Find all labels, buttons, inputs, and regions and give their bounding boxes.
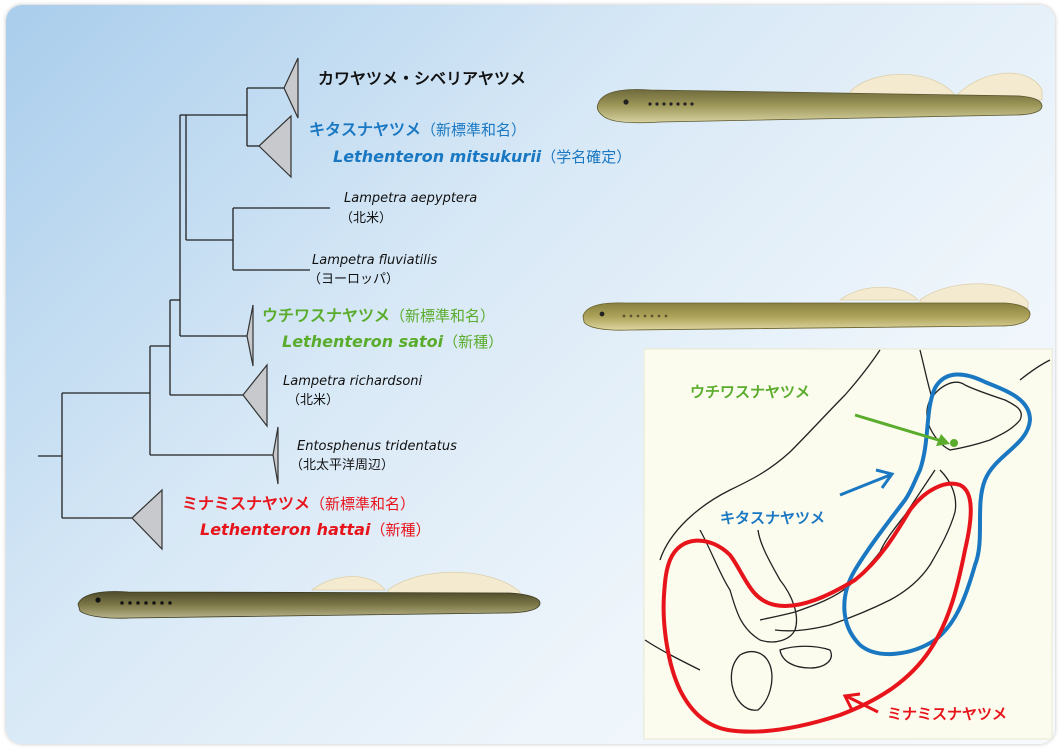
clade-triangle bbox=[283, 57, 299, 119]
fish-body bbox=[596, 89, 1043, 124]
taxon-richardsoni-sci: Lampetra richardsoni bbox=[283, 374, 423, 389]
taxon-uchiwa-sci: Lethenteron satoi（新種） bbox=[282, 332, 503, 351]
coastline-hokkaido bbox=[926, 381, 1022, 451]
taxon-labels: カワヤツメ・シベリアヤツメ キタスナヤツメ（新標準和名） Lethenteron… bbox=[182, 69, 631, 539]
uchiwa-arrow bbox=[854, 413, 946, 444]
gill-pores bbox=[648, 102, 694, 106]
fish-eye bbox=[623, 99, 629, 105]
fin bbox=[387, 571, 521, 599]
gill-pores bbox=[120, 601, 172, 605]
taxon-uchiwa-jp: ウチワスナヤツメ（新標準和名） bbox=[262, 306, 495, 325]
coastline bbox=[659, 349, 881, 561]
taxon-fluviatilis-region: （ヨーロッパ） bbox=[308, 272, 399, 287]
clade-triangle bbox=[242, 363, 268, 428]
uchiwa-locality-dot bbox=[950, 439, 958, 447]
fish-body bbox=[582, 302, 1031, 331]
taxon-fluviatilis-sci: Lampetra fluviatilis bbox=[312, 253, 438, 268]
coastline bbox=[1019, 359, 1051, 381]
coastline-honshu-east bbox=[774, 469, 957, 632]
map-label-kitasuna: キタスナヤツメ bbox=[720, 509, 825, 527]
range-kitasuna bbox=[842, 372, 1033, 657]
taxon-tridentatus-region: （北太平洋周辺） bbox=[290, 458, 394, 473]
taxon-richardsoni-region: （北米） bbox=[287, 393, 339, 408]
taxon-kitasuna-jp: キタスナヤツメ（新標準和名） bbox=[309, 120, 526, 139]
minami-arrow-head bbox=[842, 692, 861, 711]
coastline-shikoku bbox=[779, 645, 832, 669]
clade-triangle bbox=[131, 488, 163, 551]
coastline-korea bbox=[699, 529, 798, 643]
taxon-kawayatsume-label: カワヤツメ・シベリアヤツメ bbox=[318, 69, 526, 88]
clade-triangle bbox=[272, 426, 279, 485]
fish-photo-kitasuna bbox=[596, 72, 1043, 124]
range-minami bbox=[661, 481, 973, 734]
fin bbox=[957, 72, 1043, 101]
taxon-aepyptera-sci: Lampetra aepyptera bbox=[344, 191, 477, 206]
taxon-kitasuna-sci: Lethenteron mitsukurii（学名確定） bbox=[333, 147, 631, 166]
map-label-uchiwa: ウチワスナヤツメ bbox=[690, 383, 810, 401]
phylogenetic-tree bbox=[38, 87, 330, 519]
clade-triangle bbox=[258, 114, 292, 179]
taxon-aepyptera-region: （北米） bbox=[340, 211, 392, 226]
fish-photo-minami bbox=[77, 571, 541, 619]
fin bbox=[919, 283, 1029, 309]
clade-triangle bbox=[246, 304, 254, 367]
gill-pores bbox=[622, 314, 668, 318]
kitasuna-arrow-head bbox=[875, 468, 895, 489]
taxon-minami-sci: Lethenteron hattai（新種） bbox=[200, 520, 430, 539]
fin bbox=[310, 576, 386, 591]
fish-eye bbox=[95, 597, 101, 603]
minami-arrow bbox=[845, 694, 879, 714]
taxon-minami-jp: ミナミスナヤツメ（新標準和名） bbox=[182, 494, 415, 513]
fish-body bbox=[77, 591, 541, 619]
map-label-minami: ミナミスナヤツメ bbox=[887, 705, 1007, 723]
coastline-kyushu bbox=[730, 651, 773, 711]
collapsed-clades bbox=[131, 57, 299, 551]
fish-photo-uchiwa bbox=[582, 283, 1031, 331]
uchiwa-arrow-head bbox=[936, 434, 950, 446]
distribution-map: ウチワスナヤツメ キタスナヤツメ ミナミスナヤツメ bbox=[643, 348, 1053, 740]
fin bbox=[838, 286, 919, 301]
taxon-tridentatus-sci: Entosphenus tridentatus bbox=[297, 439, 457, 454]
fish-eye bbox=[599, 311, 605, 317]
kitasuna-arrow bbox=[839, 473, 891, 497]
map-background bbox=[643, 348, 1053, 740]
